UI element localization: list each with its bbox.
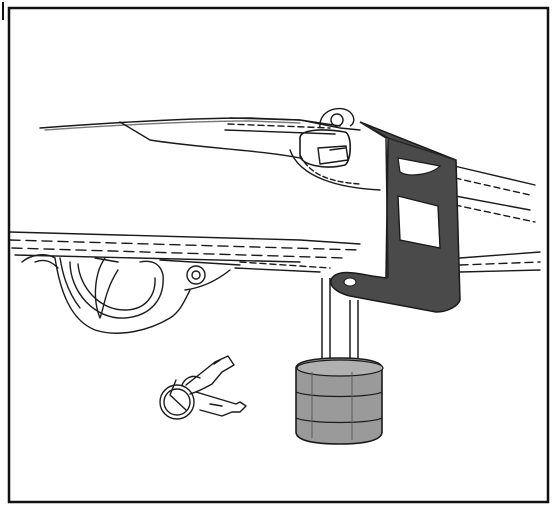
keys-icon <box>159 355 247 420</box>
frame-border <box>7 6 550 504</box>
padlock-shackle-icon <box>321 278 359 365</box>
firearm-receiver-outline-icon <box>9 117 541 273</box>
trigger-guard-icon <box>21 254 241 334</box>
padlock-icon <box>295 357 384 445</box>
lock-bracket-icon <box>330 121 461 313</box>
bracket-loop-icon <box>319 107 355 129</box>
